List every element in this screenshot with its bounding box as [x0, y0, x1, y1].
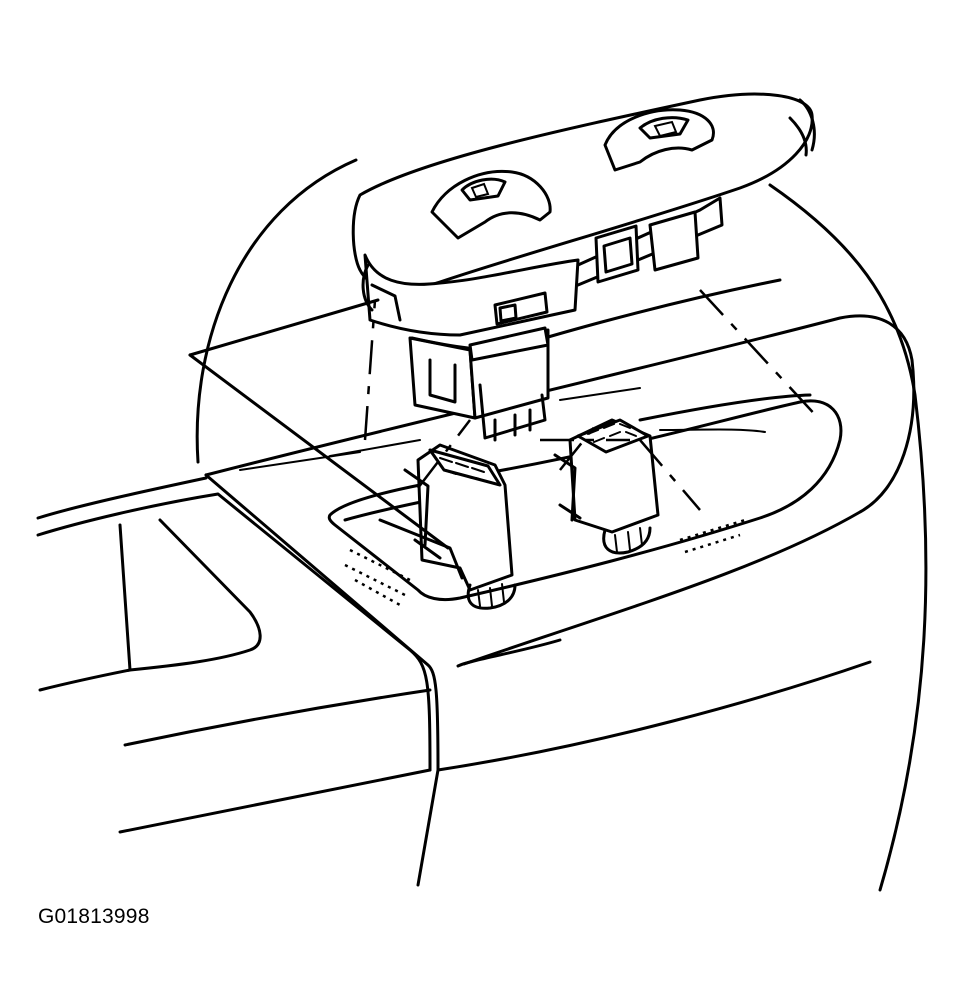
harness-connector-left — [403, 443, 517, 610]
figure-id-label: G01813998 — [38, 905, 150, 928]
window-switch-assembly — [351, 92, 816, 442]
armrest — [36, 476, 432, 834]
harness-connector-right — [553, 418, 660, 555]
retainer-clips — [344, 518, 746, 607]
alignment-lines — [188, 289, 821, 580]
